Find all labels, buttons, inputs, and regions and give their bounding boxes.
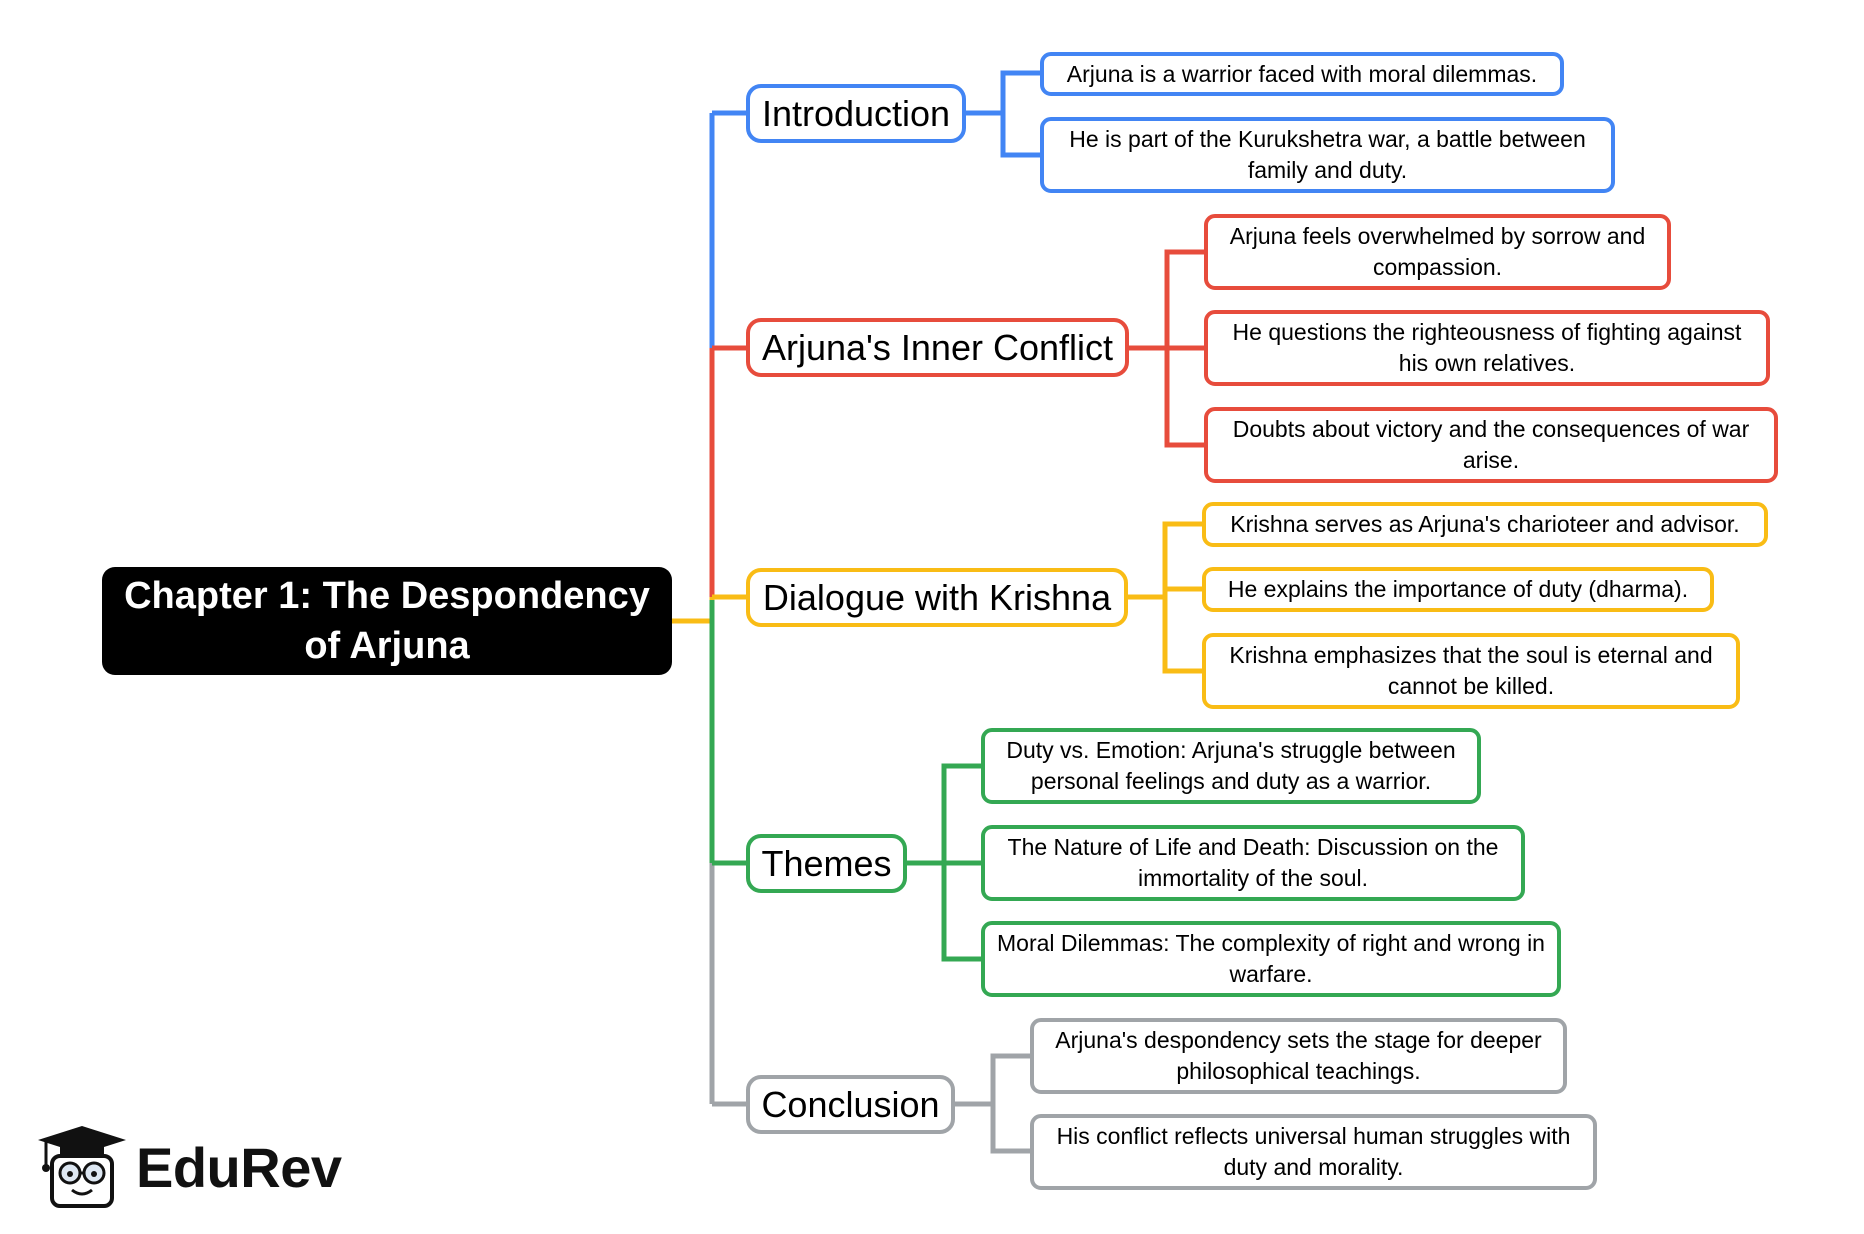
branch-dialogue-krishna: Dialogue with Krishna xyxy=(746,568,1128,627)
leaf-introduction-2: He is part of the Kurukshetra war, a bat… xyxy=(1040,117,1615,193)
branch-inner-conflict: Arjuna's Inner Conflict xyxy=(746,318,1129,377)
leaf-inner-conflict-1: Arjuna feels overwhelmed by sorrow and c… xyxy=(1204,214,1671,290)
root-node: Chapter 1: The Despondency of Arjuna xyxy=(102,567,672,675)
leaf-themes-1: Duty vs. Emotion: Arjuna's struggle betw… xyxy=(981,728,1481,804)
branch-themes: Themes xyxy=(746,834,907,893)
branch-introduction: Introduction xyxy=(746,84,966,143)
leaf-inner-conflict-3: Doubts about victory and the consequence… xyxy=(1204,407,1778,483)
leaf-dialogue-krishna-1: Krishna serves as Arjuna's charioteer an… xyxy=(1202,502,1768,547)
leaf-conclusion-1: Arjuna's despondency sets the stage for … xyxy=(1030,1018,1567,1094)
leaf-dialogue-krishna-2: He explains the importance of duty (dhar… xyxy=(1202,567,1714,612)
branch-conclusion: Conclusion xyxy=(746,1075,955,1134)
graduation-cap-mascot-icon xyxy=(38,1126,126,1208)
leaf-inner-conflict-2: He questions the righteousness of fighti… xyxy=(1204,310,1770,386)
edurev-logo: EduRev xyxy=(36,1124,342,1210)
leaf-themes-3: Moral Dilemmas: The complexity of right … xyxy=(981,921,1561,997)
logo-text: EduRev xyxy=(136,1135,342,1199)
leaf-themes-2: The Nature of Life and Death: Discussion… xyxy=(981,825,1525,901)
leaf-conclusion-2: His conflict reflects universal human st… xyxy=(1030,1114,1597,1190)
leaf-introduction-1: Arjuna is a warrior faced with moral dil… xyxy=(1040,52,1564,96)
leaf-dialogue-krishna-3: Krishna emphasizes that the soul is eter… xyxy=(1202,633,1740,709)
